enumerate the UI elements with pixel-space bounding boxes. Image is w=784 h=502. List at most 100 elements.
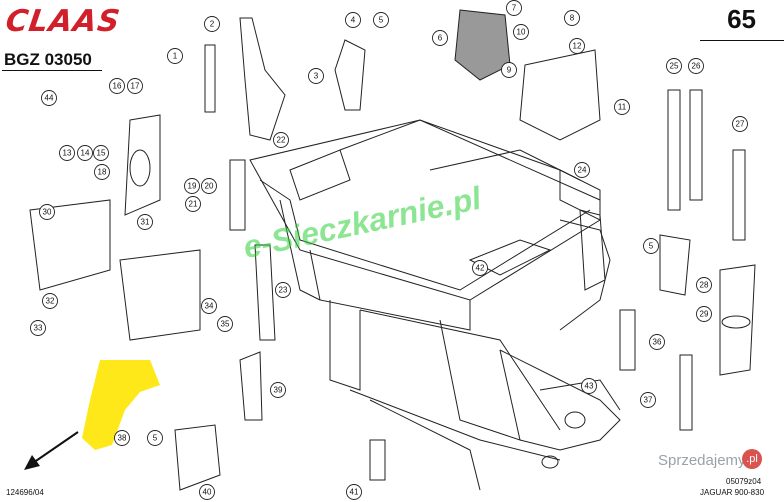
callout-circle	[41, 90, 57, 106]
callout-number: 7	[512, 4, 517, 13]
callout-circle	[432, 30, 448, 46]
callout-number: 35	[221, 320, 230, 329]
callout-circle	[513, 24, 529, 40]
callout-number: 5	[153, 434, 158, 443]
reference-code: 05079z04	[726, 477, 762, 486]
callout-circle	[127, 78, 143, 94]
callout-number: 5	[379, 16, 384, 25]
callout-circle	[147, 430, 163, 446]
callout-number: 43	[585, 382, 594, 391]
callout-number: 22	[277, 136, 286, 145]
callout-circle	[696, 306, 712, 322]
callout-circle	[39, 204, 55, 220]
watermark-corner-text: Sprzedajemy	[658, 452, 746, 469]
callout-circle	[472, 260, 488, 276]
callout-number: 33	[34, 324, 43, 333]
callout-circle	[614, 99, 630, 115]
callout-number: 40	[203, 488, 212, 497]
callout-number: 6	[438, 34, 443, 43]
callout-circle	[184, 178, 200, 194]
callout-circle	[564, 10, 580, 26]
callout-circle	[137, 214, 153, 230]
callout-circle	[666, 58, 682, 74]
callout-number: 28	[700, 281, 709, 290]
callout-number: 30	[43, 208, 52, 217]
model-name: JAGUAR 900-830	[700, 488, 765, 497]
callout-number: 18	[98, 168, 107, 177]
callout-circle	[42, 293, 58, 309]
callout-circle	[373, 12, 389, 28]
callout-number: 1	[173, 52, 178, 61]
callout-circle	[696, 277, 712, 293]
page-number: 65	[727, 4, 756, 34]
callout-circle	[167, 48, 183, 64]
part-outlines	[29, 9, 756, 491]
callout-circle	[201, 178, 217, 194]
callout-circle	[77, 145, 93, 161]
callout-circle	[640, 392, 656, 408]
callout-circle	[569, 38, 585, 54]
callout-number: 21	[189, 200, 198, 209]
callout-circle	[649, 334, 665, 350]
callout-number: 15	[97, 149, 106, 158]
callout-number: 27	[736, 120, 745, 129]
callout-circle	[199, 484, 215, 500]
callout-circle	[185, 196, 201, 212]
callout-number: 11	[618, 103, 627, 112]
callout-circle	[308, 68, 324, 84]
callout-number: 26	[692, 62, 701, 71]
callout-number: 10	[517, 28, 526, 37]
main-frame	[249, 119, 621, 491]
direction-arrow	[24, 431, 79, 470]
callout-number: 31	[141, 218, 150, 227]
document-code: BGZ 03050	[4, 50, 92, 69]
callout-number: 23	[279, 286, 288, 295]
callout-circle	[581, 378, 597, 394]
callout-number: 25	[670, 62, 679, 71]
page-rule	[700, 40, 784, 41]
callout-number: 19	[188, 182, 197, 191]
callout-circle	[732, 116, 748, 132]
callout-circle	[643, 238, 659, 254]
callout-circle	[506, 0, 522, 16]
callout-number: 8	[570, 14, 575, 23]
callout-number: 3	[314, 72, 319, 81]
code-rule	[2, 70, 102, 71]
callout-circle	[201, 298, 217, 314]
callout-number: 39	[274, 386, 283, 395]
callout-number: 24	[578, 166, 587, 175]
callout-circle	[217, 316, 233, 332]
callout-number: 2	[210, 20, 215, 29]
callout-number: 9	[507, 66, 512, 75]
callout-circle	[114, 430, 130, 446]
callout-circle	[93, 145, 109, 161]
callout-circle	[204, 16, 220, 32]
callout-circle	[346, 484, 362, 500]
callout-circle	[30, 320, 46, 336]
figure-id: 124696/04	[6, 488, 44, 497]
callout-number: 13	[63, 149, 72, 158]
callout-circle	[270, 382, 286, 398]
highlighted-part-38	[82, 360, 160, 450]
callout-number: 4	[351, 16, 356, 25]
callout-circle	[94, 164, 110, 180]
callout-circle	[345, 12, 361, 28]
callout-number: 16	[113, 82, 122, 91]
callout-number: 41	[350, 488, 359, 497]
callout-number: 34	[205, 302, 214, 311]
callout-number: 38	[118, 434, 127, 443]
callout-number: 37	[644, 396, 653, 405]
callout-circle	[109, 78, 125, 94]
callout-number: 20	[205, 182, 214, 191]
callout-number: 42	[476, 264, 485, 273]
callout-number: 17	[131, 82, 140, 91]
callout-number: 5	[649, 242, 654, 251]
callout-circle	[501, 62, 517, 78]
callout-circle	[59, 145, 75, 161]
callout-number: 44	[45, 94, 54, 103]
callout-circle	[275, 282, 291, 298]
callout-circle	[688, 58, 704, 74]
